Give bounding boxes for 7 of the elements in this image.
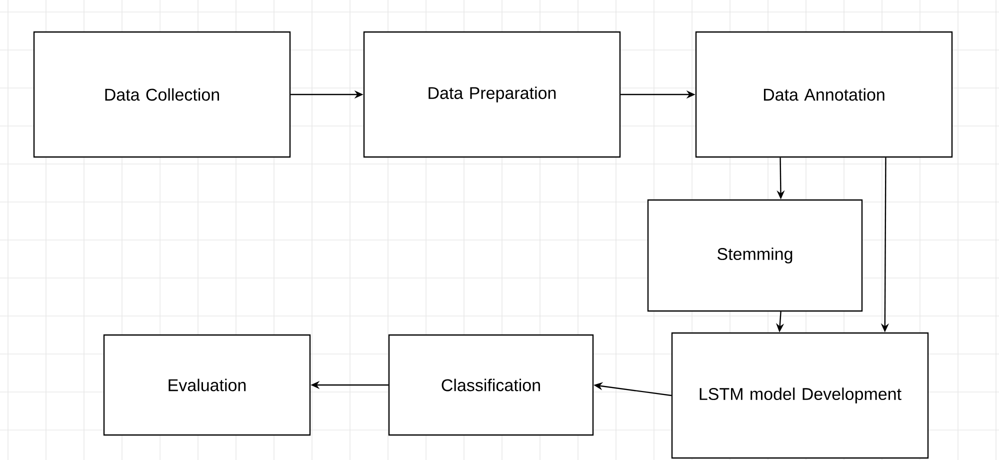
process-box: Data Preparation xyxy=(363,31,621,158)
process-box: Stemming xyxy=(647,199,863,312)
process-box: Classification xyxy=(388,334,594,436)
process-box: LSTM model Development xyxy=(671,332,929,459)
process-box: Data Annotation xyxy=(695,31,953,158)
process-box: Data Collection xyxy=(33,31,291,158)
process-box: Evaluation xyxy=(103,334,311,436)
